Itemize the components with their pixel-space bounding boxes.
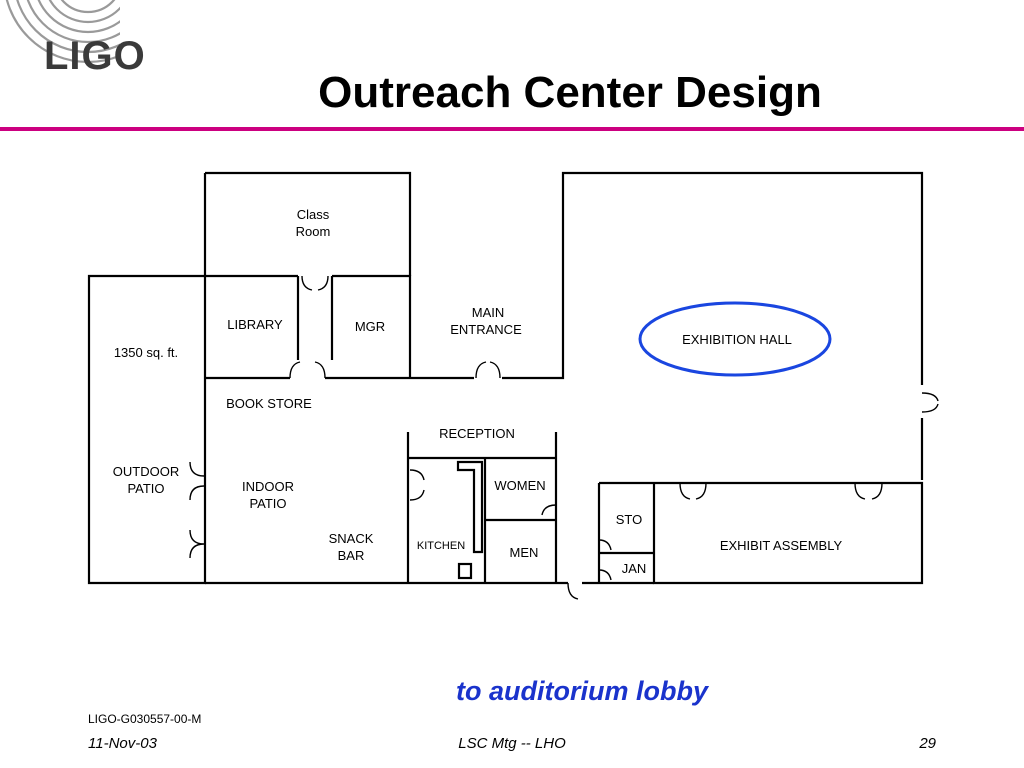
auditorium-caption: to auditorium lobby	[456, 676, 708, 706]
floor-plan: Class Room LIBRARY MGR MAIN ENTRANCE EXH…	[87, 171, 939, 600]
label-indoor-patio-1: INDOOR	[242, 479, 294, 494]
label-book-store: BOOK STORE	[226, 396, 312, 411]
label-class-room-1: Class	[297, 207, 330, 222]
label-snack-bar-2: BAR	[338, 548, 365, 563]
label-outdoor-patio-2: PATIO	[127, 481, 164, 496]
service-wall	[597, 481, 924, 585]
ligo-logo-arcs-icon	[5, 0, 120, 64]
footer-meeting: LSC Mtg -- LHO	[458, 735, 566, 752]
kitchen-fixture	[456, 460, 484, 554]
label-exhibit-assembly: EXHIBIT ASSEMBLY	[720, 538, 843, 553]
footer-date: 11-Nov-03	[88, 735, 157, 752]
reception-wall	[406, 432, 558, 583]
slide-title: Outreach Center Design	[318, 68, 822, 117]
label-library: LIBRARY	[227, 317, 283, 332]
footer-page-number: 29	[919, 735, 936, 752]
library-wall	[205, 276, 410, 380]
label-reception: RECEPTION	[439, 426, 515, 441]
door-swings	[189, 275, 939, 600]
label-men: MEN	[510, 545, 539, 560]
label-snack-bar-1: SNACK	[329, 531, 374, 546]
title-divider	[0, 127, 1024, 131]
label-area: 1350 sq. ft.	[114, 345, 178, 360]
kitchen-sink	[457, 562, 473, 580]
label-kitchen: KITCHEN	[417, 540, 465, 552]
class-room-wall	[205, 274, 412, 378]
label-indoor-patio-2: PATIO	[249, 496, 286, 511]
label-exhibition-hall: EXHIBITION HALL	[682, 332, 792, 347]
label-sto: STO	[616, 512, 643, 527]
label-outdoor-patio-1: OUTDOOR	[113, 464, 179, 479]
label-main-entrance-1: MAIN	[472, 305, 505, 320]
label-women: WOMEN	[494, 478, 545, 493]
label-main-entrance-2: ENTRANCE	[450, 322, 522, 337]
label-class-room-2: Room	[296, 224, 331, 239]
exhibition-hall-highlight	[638, 301, 832, 377]
document-id: LIGO-G030557-00-M	[88, 712, 202, 726]
ligo-logo: LIGO	[44, 34, 146, 78]
label-jan: JAN	[622, 561, 647, 576]
entrance-wall	[410, 171, 924, 480]
label-mgr: MGR	[355, 319, 385, 334]
